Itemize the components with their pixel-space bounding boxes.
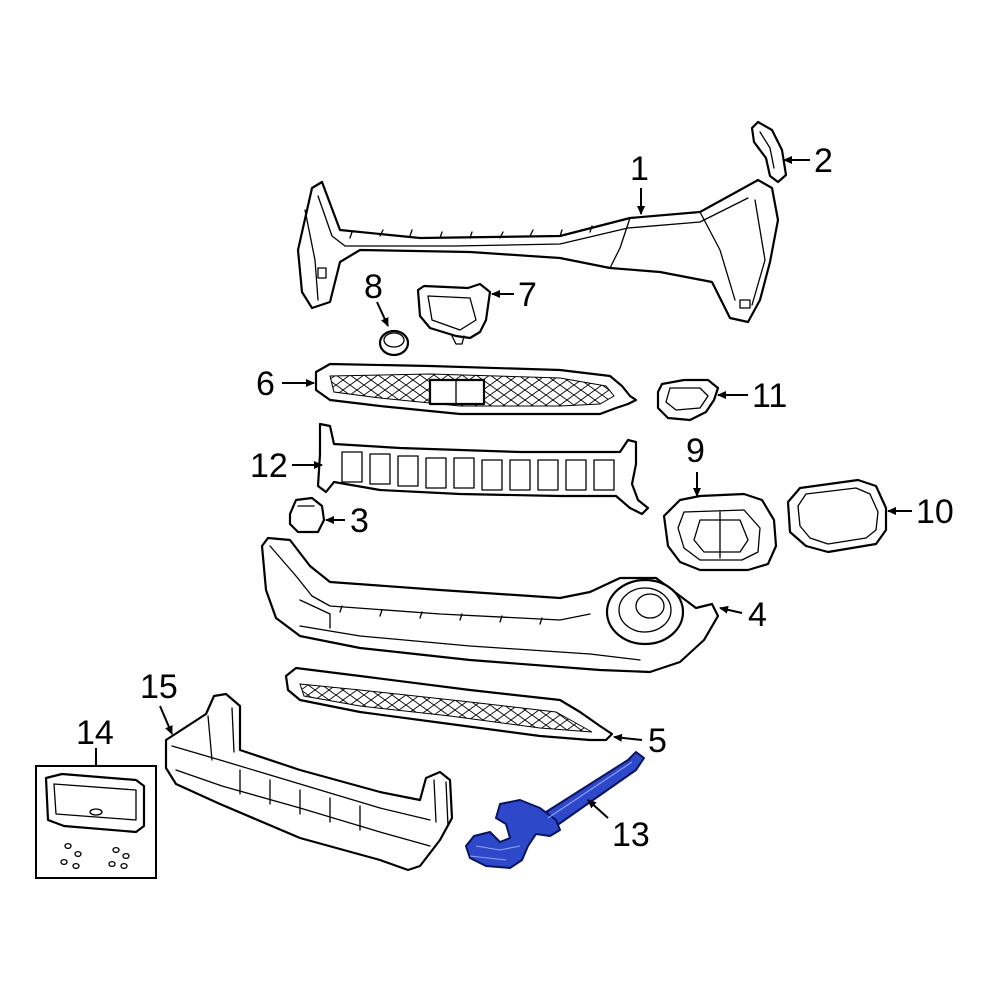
part-15-impact-bar[interactable] bbox=[164, 692, 454, 872]
leader-4 bbox=[719, 605, 743, 614]
callout-9[interactable]: 9 bbox=[686, 432, 705, 470]
leader-8 bbox=[376, 301, 389, 327]
callout-13[interactable]: 13 bbox=[612, 816, 650, 854]
callout-4[interactable]: 4 bbox=[748, 596, 767, 634]
callout-14[interactable]: 14 bbox=[76, 714, 114, 752]
callout-15[interactable]: 15 bbox=[140, 668, 178, 706]
callout-5[interactable]: 5 bbox=[648, 722, 667, 760]
part-5-lower-grille[interactable] bbox=[284, 666, 614, 742]
part-9-fog-bezel[interactable] bbox=[662, 492, 778, 572]
part-11-bracket[interactable] bbox=[656, 378, 720, 422]
leader-lines bbox=[95, 156, 912, 819]
callout-12[interactable]: 12 bbox=[250, 447, 288, 485]
leader-5 bbox=[613, 733, 643, 742]
part-12-grille-reinforcement[interactable] bbox=[316, 422, 650, 516]
part-8-cap[interactable] bbox=[378, 329, 410, 357]
callout-1[interactable]: 1 bbox=[630, 150, 649, 188]
part-14-license-plate-kit[interactable] bbox=[35, 765, 157, 879]
part-4-lower-bumper-cover[interactable] bbox=[260, 536, 720, 674]
leader-13 bbox=[587, 799, 609, 819]
part-7-bracket[interactable] bbox=[416, 282, 492, 345]
part-2-bracket[interactable] bbox=[750, 120, 788, 184]
part-6-upper-grille[interactable] bbox=[314, 362, 638, 416]
part-10-cover[interactable] bbox=[786, 478, 888, 554]
part-3-clip[interactable] bbox=[288, 496, 326, 534]
callout-3[interactable]: 3 bbox=[350, 502, 369, 540]
part-1-upper-bumper-cover[interactable] bbox=[296, 178, 780, 324]
callout-labels: 1 2 3 4 5 6 7 8 9 10 11 12 13 14 15 bbox=[76, 142, 954, 854]
callout-11[interactable]: 11 bbox=[752, 377, 787, 415]
callout-2[interactable]: 2 bbox=[814, 142, 833, 180]
callout-6[interactable]: 6 bbox=[256, 365, 275, 403]
callout-8[interactable]: 8 bbox=[364, 268, 383, 306]
leader-15 bbox=[159, 705, 173, 735]
callout-7[interactable]: 7 bbox=[518, 276, 537, 314]
part-13-tow-hook-bracket[interactable] bbox=[465, 751, 645, 869]
callout-10[interactable]: 10 bbox=[916, 493, 954, 531]
